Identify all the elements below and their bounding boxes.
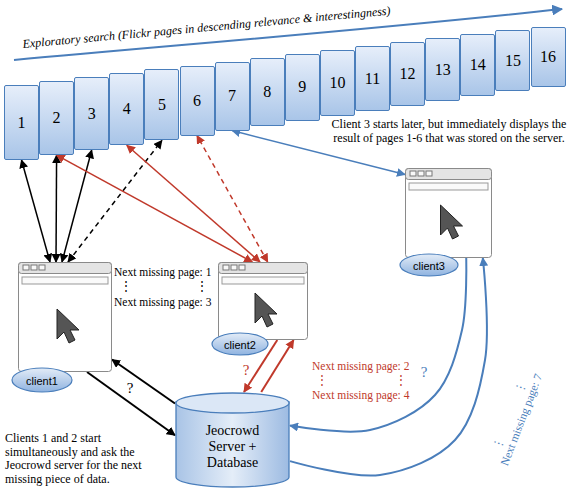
page-number: 15 <box>505 52 521 70</box>
request-label: Next missing page: 4 <box>312 389 409 403</box>
request-label: ⋮ <box>196 280 208 294</box>
request-label: ⋮ <box>316 374 328 388</box>
page-number: 12 <box>400 65 416 83</box>
request-arrow <box>57 155 253 262</box>
page-cell: 7 <box>215 62 250 131</box>
request-arrow <box>290 258 487 476</box>
request-arrow <box>197 136 268 263</box>
note-text: Client 3 starts later, but immediately d… <box>330 117 568 146</box>
request-label: Next missing page: 3 <box>114 296 211 310</box>
client-browser: client3 <box>400 168 492 276</box>
request-label: ⋮ <box>120 280 132 294</box>
client-label: client3 <box>413 256 445 274</box>
page-number: 3 <box>88 105 96 123</box>
mouse-cursor <box>255 293 277 327</box>
server-name: Jeocrowd Server + Database <box>202 423 264 471</box>
query-mark: ? <box>242 362 251 378</box>
page-cell: 4 <box>109 73 144 145</box>
request-label: Next missing page: 1 <box>114 266 211 280</box>
page-number: 2 <box>53 109 61 127</box>
client-name: client1 <box>26 375 58 387</box>
request-arrow <box>22 160 51 262</box>
mouse-cursor <box>57 309 79 343</box>
page-number: 4 <box>123 100 131 118</box>
page-number: 16 <box>540 48 556 66</box>
page-cell: 1 <box>4 85 39 160</box>
page-number: 13 <box>435 61 451 79</box>
page-number: 11 <box>365 70 380 88</box>
page-number: 6 <box>193 92 201 110</box>
page-cell: 15 <box>495 30 530 91</box>
request-arrow <box>290 258 466 432</box>
page-cell: 12 <box>390 42 425 106</box>
page-cell: 5 <box>144 69 179 140</box>
page-number: 10 <box>329 74 345 92</box>
page-cell: 14 <box>460 34 495 96</box>
page-number: 9 <box>298 78 306 96</box>
server-label: Jeocrowd Server + Database <box>175 423 290 471</box>
client-browser: client1 <box>12 262 112 392</box>
page-cell: 16 <box>531 27 566 87</box>
page-cell: 3 <box>74 77 109 150</box>
query-mark: ? <box>420 364 429 380</box>
client-name: client2 <box>224 339 256 351</box>
page-number: 5 <box>158 96 166 114</box>
page-cell: 8 <box>250 58 285 126</box>
request-arrow <box>68 140 162 262</box>
note-text: Clients 1 and 2 start simultaneously and… <box>5 432 173 486</box>
client-oval <box>12 368 72 392</box>
request-label: Next missing page: 2 <box>312 360 409 374</box>
page-cell: 13 <box>425 38 460 101</box>
client-name: client3 <box>413 260 445 272</box>
page-cell: 2 <box>39 81 74 155</box>
page-number: 8 <box>263 83 271 101</box>
request-arrow <box>55 155 57 262</box>
client-label: client2 <box>224 335 256 353</box>
page-number: 14 <box>470 56 486 74</box>
server-database: Jeocrowd Server + Database <box>175 392 290 488</box>
axis-caption: Exploratory search (Flickr pages in desc… <box>22 4 391 52</box>
client-oval <box>400 254 458 276</box>
page-number: 7 <box>228 87 236 105</box>
request-arrow <box>112 360 175 404</box>
browser-window <box>12 262 112 392</box>
browser-window <box>400 168 492 276</box>
query-mark: ? <box>126 380 135 396</box>
request-label: ⋮ <box>395 374 407 388</box>
client-browser: client2 <box>212 262 308 355</box>
page-cell: 11 <box>355 46 390 111</box>
request-arrow <box>127 145 260 262</box>
page-cell: 9 <box>285 54 320 121</box>
page-cell: 10 <box>320 50 355 116</box>
client-label: client1 <box>26 371 58 389</box>
mouse-cursor <box>441 205 463 239</box>
page-cell: 6 <box>180 66 215 136</box>
page-number: 1 <box>18 114 26 132</box>
client-oval <box>212 333 268 355</box>
request-arrow <box>87 372 175 435</box>
